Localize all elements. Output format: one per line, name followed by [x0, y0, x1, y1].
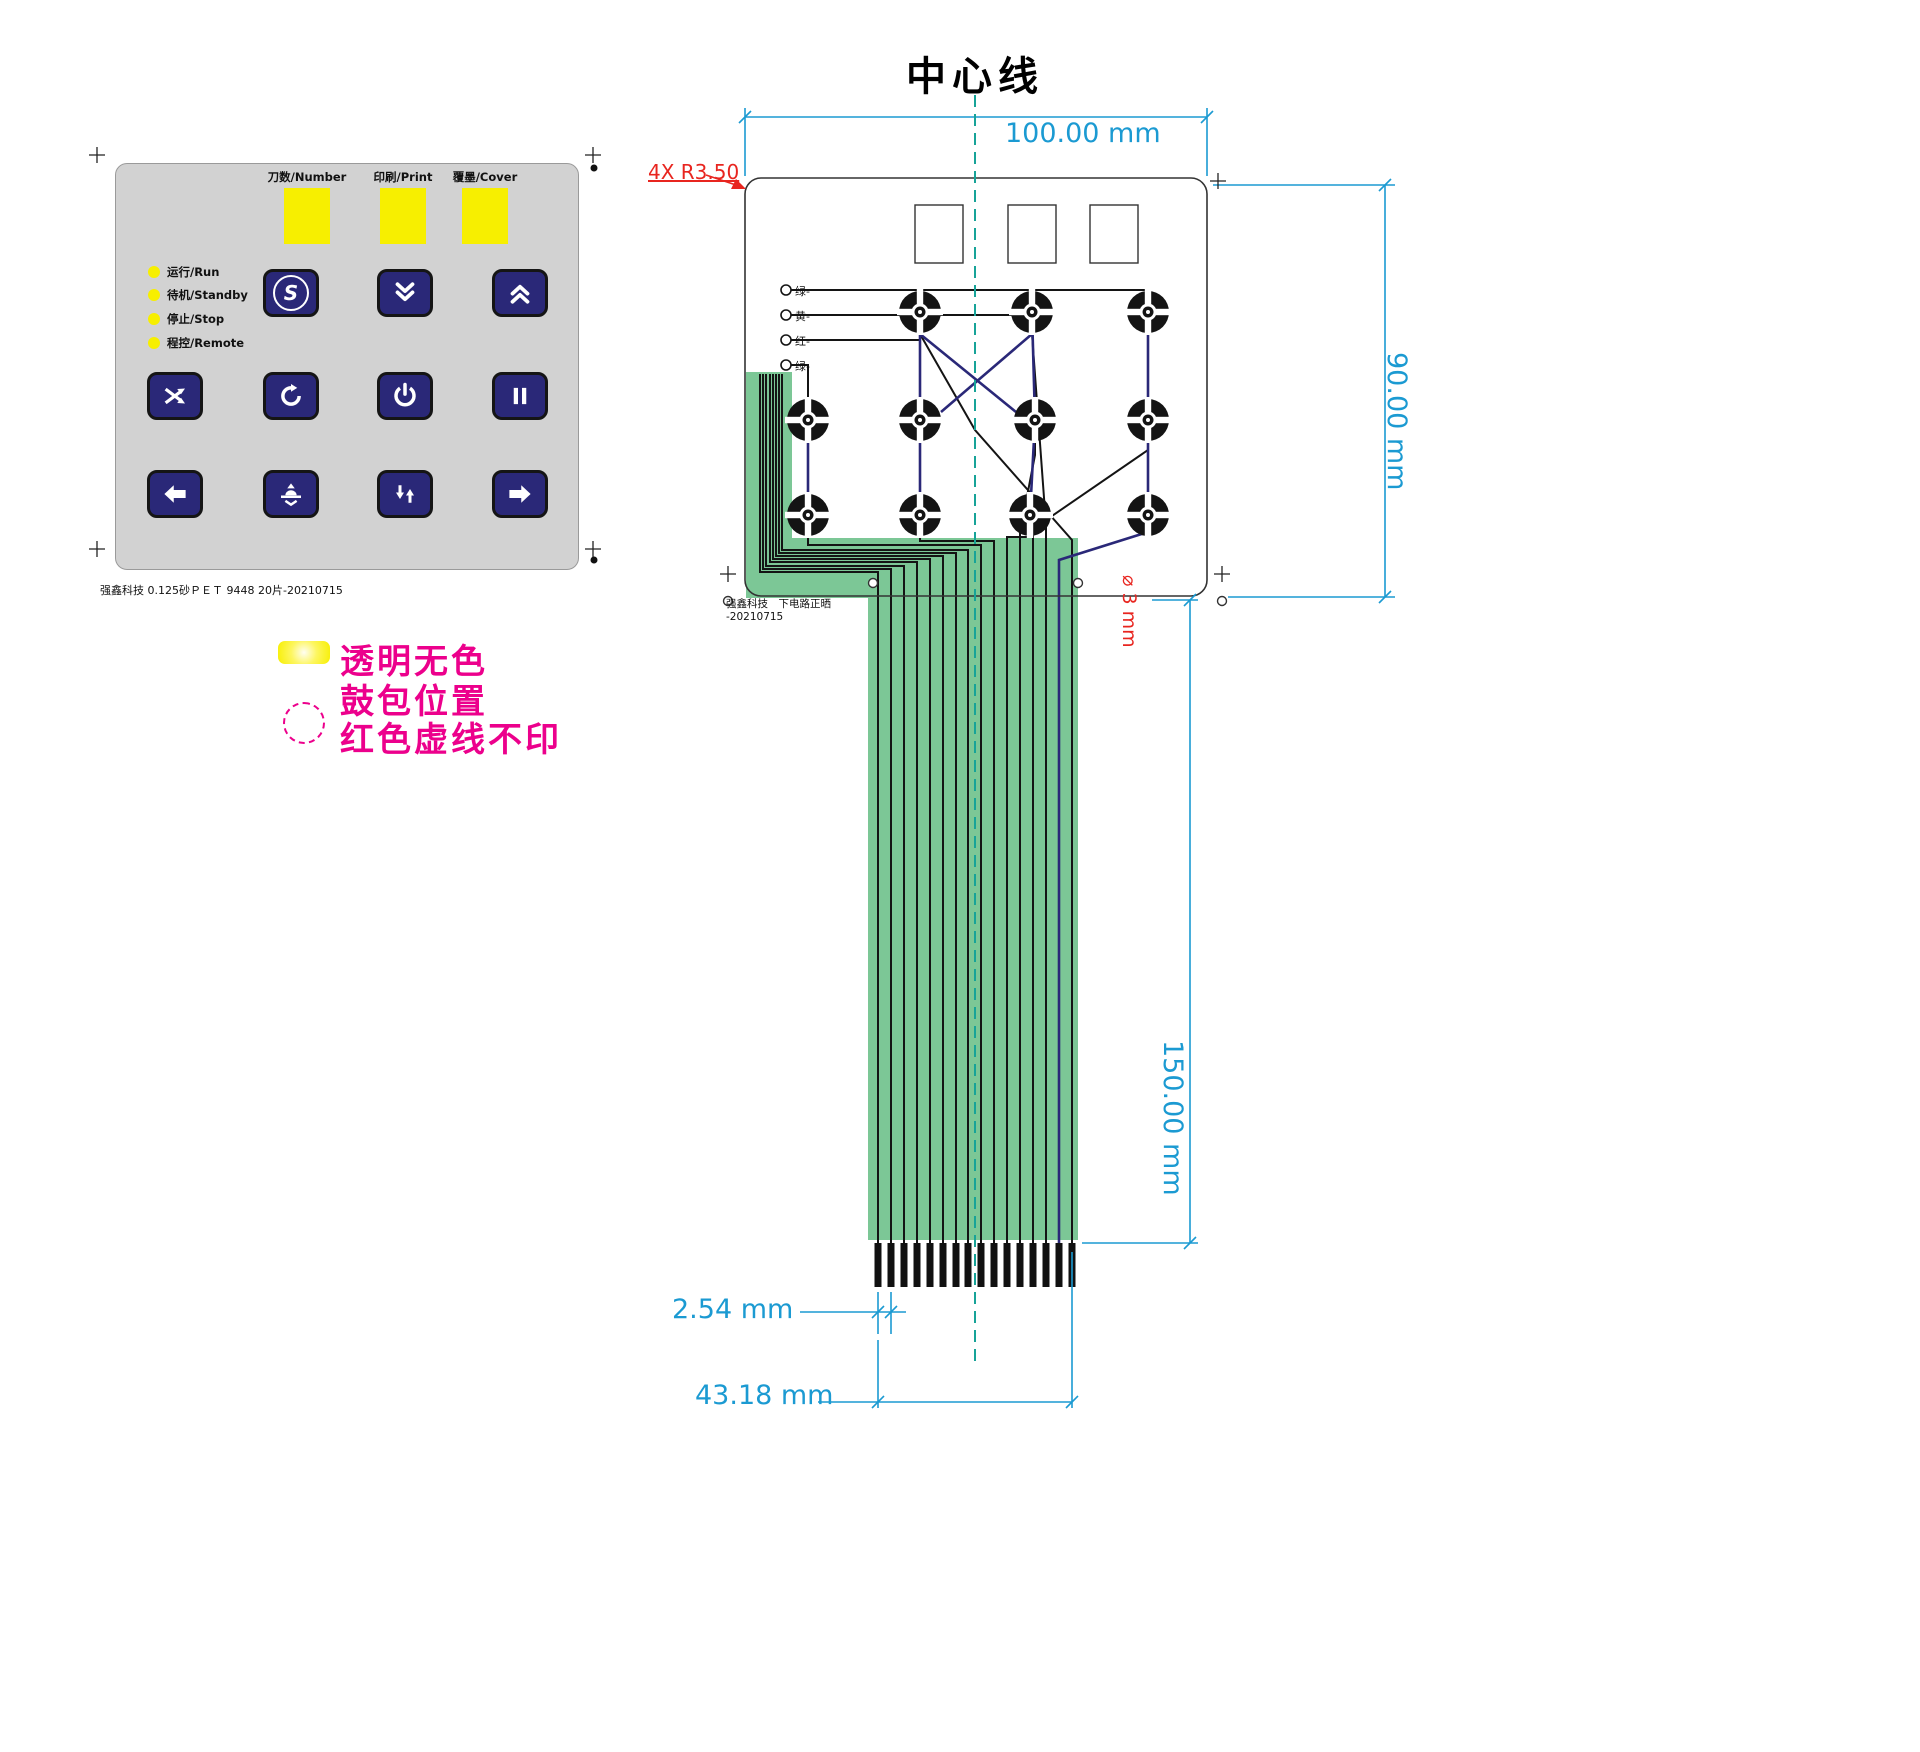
radius-arrowhead: [731, 179, 746, 189]
radius-note: 4X R3.50: [648, 160, 740, 184]
diameter-symbol: ⌀: [1118, 575, 1140, 587]
window-cutouts: [914, 204, 1139, 264]
dim-connector-label: 43.18 mm: [695, 1380, 834, 1411]
rotate-icon: [281, 384, 301, 406]
registration-dots: [590, 164, 598, 564]
circuit-footer: 强鑫科技 下电路正晒 -20210715: [726, 598, 831, 624]
remote-led: [148, 337, 160, 349]
bulge-swatch: [278, 641, 330, 664]
pause-button[interactable]: [492, 372, 548, 420]
pause-icon: [513, 387, 527, 405]
run-led: [148, 266, 160, 278]
legend-line1: 透明无色: [340, 642, 488, 682]
chevron-double-up-icon: [510, 284, 530, 304]
window-cover: [462, 188, 508, 244]
jog-button[interactable]: [377, 470, 433, 518]
s-icon: S: [273, 275, 309, 311]
window-number: [284, 188, 330, 244]
scroll-up-button[interactable]: [492, 269, 548, 317]
crosshair-marks: [89, 147, 1230, 582]
press-button[interactable]: [263, 470, 319, 518]
shuffle-button[interactable]: [147, 372, 203, 420]
dim-height-label: 90.00 mm: [1381, 352, 1412, 491]
red-dashed-circle: [283, 702, 325, 744]
power-button[interactable]: [377, 372, 433, 420]
led-stop: 停止/Stop: [148, 311, 224, 327]
centerline-title: 中心线: [906, 54, 1044, 100]
wire-label-green2: 绿-: [795, 360, 810, 373]
wire-label-red: 红-: [795, 335, 810, 348]
contact-pads: [785, 289, 1171, 538]
arrow-left-icon: [164, 485, 186, 503]
led-remote: 程控/Remote: [148, 335, 244, 351]
remote-led-label: 程控/Remote: [167, 336, 245, 350]
arrow-up-down-icon: [396, 485, 414, 503]
dim-tail-label: 150.00 mm: [1157, 1040, 1188, 1196]
window-print: [380, 188, 426, 244]
shuffle-icon: [164, 387, 185, 405]
arrow-right-icon: [509, 485, 531, 503]
diameter-value: 3 mm: [1118, 592, 1140, 648]
circuit-footer-line2: -20210715: [726, 611, 784, 624]
run-led-label: 运行/Run: [167, 265, 220, 279]
legend-line2: 鼓包位置: [340, 682, 488, 722]
chevron-double-down-icon: [395, 282, 415, 302]
press-plate-icon: [281, 483, 301, 507]
power-icon: [394, 382, 416, 407]
tooling-holes: [722, 577, 1228, 607]
wire-label-yellow: 黄-: [795, 310, 810, 323]
hole-diameter-note: ⌀ 3 mm: [1118, 575, 1140, 648]
led-standby: 待机/Standby: [148, 287, 248, 303]
right-button[interactable]: [492, 470, 548, 518]
dim-pitch-label: 2.54 mm: [672, 1294, 794, 1325]
led-terminals: [780, 284, 792, 371]
standby-led-label: 待机/Standby: [167, 288, 248, 302]
left-button[interactable]: [147, 470, 203, 518]
circuit-footer-line1: 强鑫科技 下电路正晒: [726, 598, 831, 610]
legend-line3: 红色虚线不印: [340, 720, 562, 760]
window-label-number: 刀数/Number: [267, 170, 347, 184]
s-button[interactable]: S: [263, 269, 319, 317]
window-label-print: 印刷/Print: [373, 170, 433, 184]
window-label-cover: 覆墨/Cover: [452, 170, 518, 184]
stop-led: [148, 313, 160, 325]
dimension-lines: [738, 108, 1395, 1409]
scroll-down-button[interactable]: [377, 269, 433, 317]
dim-width-label: 100.00 mm: [1005, 118, 1161, 149]
standby-led: [148, 289, 160, 301]
led-run: 运行/Run: [148, 264, 219, 280]
wire-label-green1: 绿-: [795, 285, 810, 298]
radius-leader: [705, 174, 737, 186]
stop-led-label: 停止/Stop: [167, 312, 225, 326]
cycle-button[interactable]: [263, 372, 319, 420]
panel-footer: 强鑫科技 0.125砂ＰＥＴ 9448 20片-20210715: [100, 584, 343, 597]
